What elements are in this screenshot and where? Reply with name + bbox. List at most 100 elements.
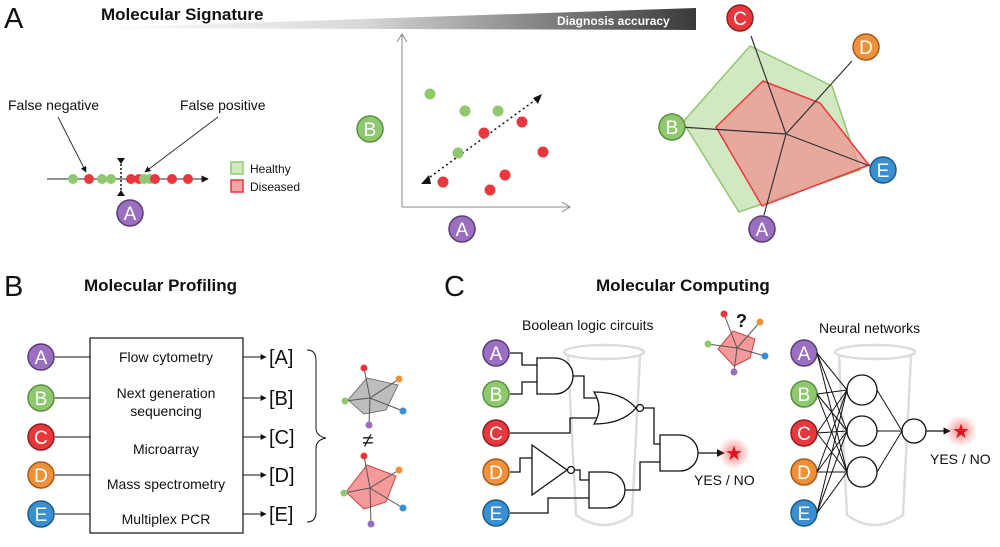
hidden-layer [846,374,878,488]
radar-label-b: B [658,113,686,141]
molecule-e-circle [482,499,510,527]
nn-edge [816,389,848,514]
profiling-input-b: B [27,384,55,412]
and-gate-2 [588,471,626,509]
wire-d [510,457,532,473]
legend-healthy-label: Healthy [250,162,291,176]
false-positive-label: False positive [180,97,266,113]
outputs-brace [306,349,327,523]
glyph-spoke [736,347,766,357]
boolean-output-label: YES / NO [694,472,755,488]
method-microarray: Microarray [133,441,199,457]
diseased-point [126,174,136,184]
molecule-b-circle [356,115,384,143]
profiling-input-c: C [27,423,55,451]
boolean-input-a: A [482,339,510,367]
glyph-dot-e [761,352,769,360]
profiling-input-lines [55,356,90,515]
glyph-dot-d [756,318,764,326]
healthy-point [424,88,436,100]
query-glyph-spokes [707,313,766,373]
glyph-spoke [736,321,761,349]
molecule-a-circle [116,199,144,227]
glyph-spoke [363,367,371,399]
radar-label-a: A [748,215,776,243]
diseased-point [167,174,177,184]
molecule-b-text: B [35,389,48,410]
not-bubble [566,465,576,475]
molecule-c-circle [27,423,55,451]
test-tube-boolean [562,343,646,527]
method-ngs-line2: sequencing [130,403,202,419]
one-d-axis-label-circle: A [116,199,144,227]
nn-edge [876,430,903,473]
wire-c [510,417,598,434]
glyph-spoke [368,397,371,426]
boolean-output-glow [718,437,750,469]
accuracy-label: Diagnosis accuracy [557,14,670,28]
molecule-d-text: D [859,38,873,59]
radar-spoke-b [680,126,787,135]
and-gate-final [659,434,699,472]
output-b: [B] [269,388,293,410]
legend-diseased-swatch [230,179,244,193]
glyph-spoke [369,397,404,412]
glyph-dot-a [365,421,373,429]
glyph-spoke [369,487,404,509]
wire-nor-out [644,407,660,445]
neural-network-edges [816,352,903,514]
molecule-c-circle [726,4,754,32]
boolean-input-b: B [482,380,510,408]
healthy-point [459,105,471,117]
glyph-dot-b [340,489,348,497]
neural-input-b: B [790,380,818,408]
decision-arrow-left [421,175,431,184]
panel-a-title: Molecular Signature [101,5,263,24]
molecule-a-text: A [35,348,48,369]
accuracy-gradient-wedge [90,8,696,30]
hidden-neuron [846,374,878,406]
molecule-c-text: C [489,424,503,445]
molecule-e-text: E [35,505,48,526]
molecule-a-text: A [756,220,769,241]
neural-input-a: A [790,339,818,367]
wire-and1-out [573,375,598,399]
boolean-title: Boolean logic circuits [522,317,654,333]
boolean-input-e: E [482,499,510,527]
molecule-b-text: B [798,385,811,406]
wire-not-out [575,469,589,481]
diseased-point [183,174,193,184]
radar-spoke-c [750,35,787,135]
glyph-dot-b [704,340,712,348]
scatter-points [424,88,549,196]
diseased-point [150,174,160,184]
wire-e [510,497,589,514]
not-gate [531,443,569,497]
output-c: [C] [269,427,295,449]
molecule-b-circle [658,113,686,141]
molecule-d-circle [27,461,55,489]
tube-rim [562,343,646,361]
glyph-dot-d [395,375,403,383]
false-positive-pointer [144,116,219,173]
glyph-dot-e [399,407,407,415]
nor-bubble [635,403,645,413]
glyph-spoke [733,347,738,373]
molecule-b-text: B [666,118,679,139]
molecule-a-circle [748,215,776,243]
molecule-b-circle [482,380,510,408]
hidden-neuron [846,456,878,488]
scatter-x-axis-arrow [561,201,571,213]
nn-edge [876,389,903,432]
glyph-dot-c [720,310,728,318]
threshold-arrow-bottom [117,190,125,196]
molecule-a-circle [482,339,510,367]
glyph-dot-a [367,520,375,528]
molecule-a-text: A [490,344,503,365]
molecule-b-text: B [364,120,377,141]
scatter-y-label-circle: B [356,115,384,143]
nor-gate [592,391,637,425]
molecule-e-text: E [798,504,811,525]
false-negative-label: False negative [8,97,99,113]
